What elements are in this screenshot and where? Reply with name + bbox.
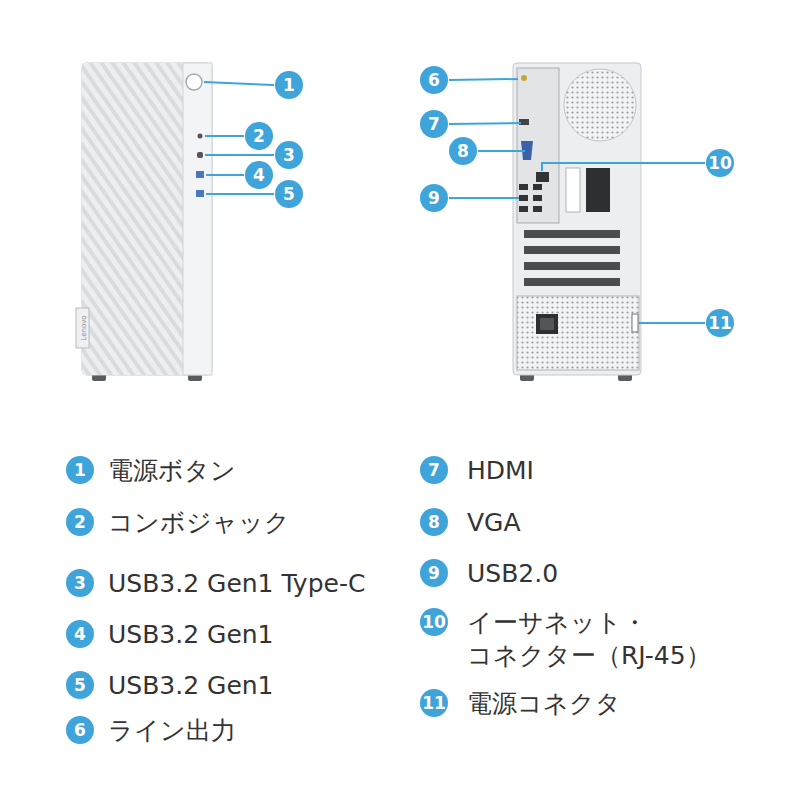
legend-callout: 1電源ボタン [66, 456, 94, 484]
callout-number: 8 [420, 508, 448, 536]
callout-circle: 3 [275, 141, 303, 169]
part-name: イーサネット・ コネクター（RJ-45） [467, 606, 767, 672]
callout-number: 2 [245, 122, 273, 150]
part-name: 電源コネクタ [467, 687, 621, 720]
callout-number: 7 [420, 456, 448, 484]
part-name: HDMI [467, 454, 534, 487]
callout-number: 1 [66, 456, 94, 484]
callout-number: 7 [420, 110, 448, 138]
legend-callout: 6ライン出力 [66, 716, 94, 744]
callout-number: 2 [66, 508, 94, 536]
callout-circle: 4 [245, 161, 273, 189]
callout-number: 11 [420, 689, 448, 717]
part-name: VGA [467, 506, 521, 539]
brand-logo: Lenovo [79, 315, 87, 340]
legend-callout: 4USB3.2 Gen1 [66, 620, 94, 648]
part-name: USB3.2 Gen1 [108, 618, 408, 651]
legend-callout: 11電源コネクタ [420, 689, 448, 717]
part-name: USB3.2 Gen1 Type-C [108, 567, 408, 600]
callout-number: 4 [245, 161, 273, 189]
part-name: 電源ボタン [108, 454, 236, 487]
callout-number: 9 [420, 559, 448, 587]
leader-lines [204, 79, 705, 323]
callout-number: 11 [706, 309, 734, 337]
callout-circle: 9 [420, 184, 448, 212]
callout-number: 4 [66, 620, 94, 648]
callout-number: 3 [275, 141, 303, 169]
callout-circle: 8 [449, 137, 477, 165]
callout-circle: 2 [245, 122, 273, 150]
part-name: ライン出力 [108, 714, 236, 747]
legend-callout: 2コンボジャック [66, 508, 94, 536]
callout-number: 10 [706, 149, 734, 177]
callout-number: 6 [420, 66, 448, 94]
callout-circle: 10 [706, 149, 734, 177]
legend-callout: 8VGA [420, 508, 448, 536]
callout-circle: 11 [706, 309, 734, 337]
callout-circle: 7 [420, 110, 448, 138]
callout-circle: 5 [275, 180, 303, 208]
callout-circle: 1 [275, 71, 303, 99]
legend-callout: 7HDMI [420, 456, 448, 484]
callout-circle: 6 [420, 66, 448, 94]
legend-callout: 10イーサネット・ コネクター（RJ-45） [420, 608, 448, 636]
callout-number: 1 [275, 71, 303, 99]
callout-number: 5 [66, 671, 94, 699]
legend-callout: 9USB2.0 [420, 559, 448, 587]
callout-number: 3 [66, 569, 94, 597]
part-name: USB3.2 Gen1 [108, 669, 408, 702]
part-name: コンボジャック [108, 506, 290, 539]
callout-number: 8 [449, 137, 477, 165]
legend-callout: 3USB3.2 Gen1 Type-C [66, 569, 94, 597]
callout-number: 5 [275, 180, 303, 208]
part-name: USB2.0 [467, 557, 558, 590]
callout-number: 9 [420, 184, 448, 212]
front-tower [76, 63, 212, 381]
back-tower [513, 63, 641, 381]
legend-callout: 5USB3.2 Gen1 [66, 671, 94, 699]
callout-number: 6 [66, 716, 94, 744]
callout-number: 10 [420, 608, 448, 636]
